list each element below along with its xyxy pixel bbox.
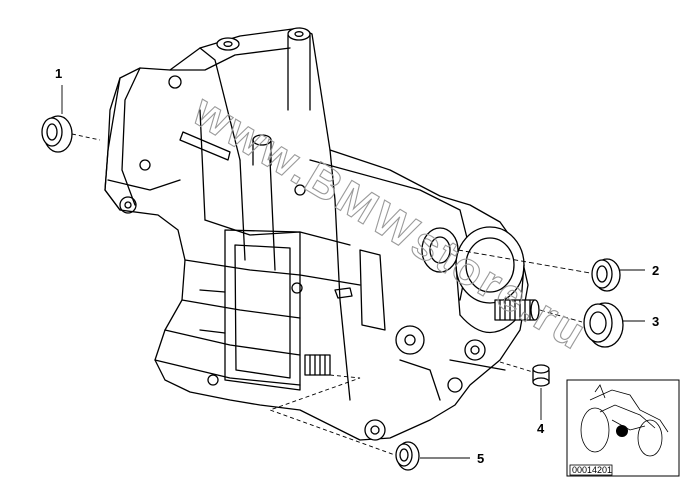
callout-3: 3 [652,314,659,329]
seal-3 [583,302,624,348]
seal-5 [395,441,420,471]
motorcycle-icon [580,384,669,457]
callout-5: 5 [477,451,484,466]
gearbox-housing [104,27,540,441]
seal-1 [41,115,73,153]
callout-4: 4 [537,421,545,436]
leader-lines [61,85,645,459]
callout-1: 1 [55,66,62,81]
seal-2 [591,258,621,292]
thumbnail-code: 00014201 [572,465,612,475]
highlight-marker [616,425,628,437]
bushing-4 [532,364,550,387]
callout-2: 2 [652,263,659,278]
motorcycle-thumbnail: 00014201 [566,379,680,477]
